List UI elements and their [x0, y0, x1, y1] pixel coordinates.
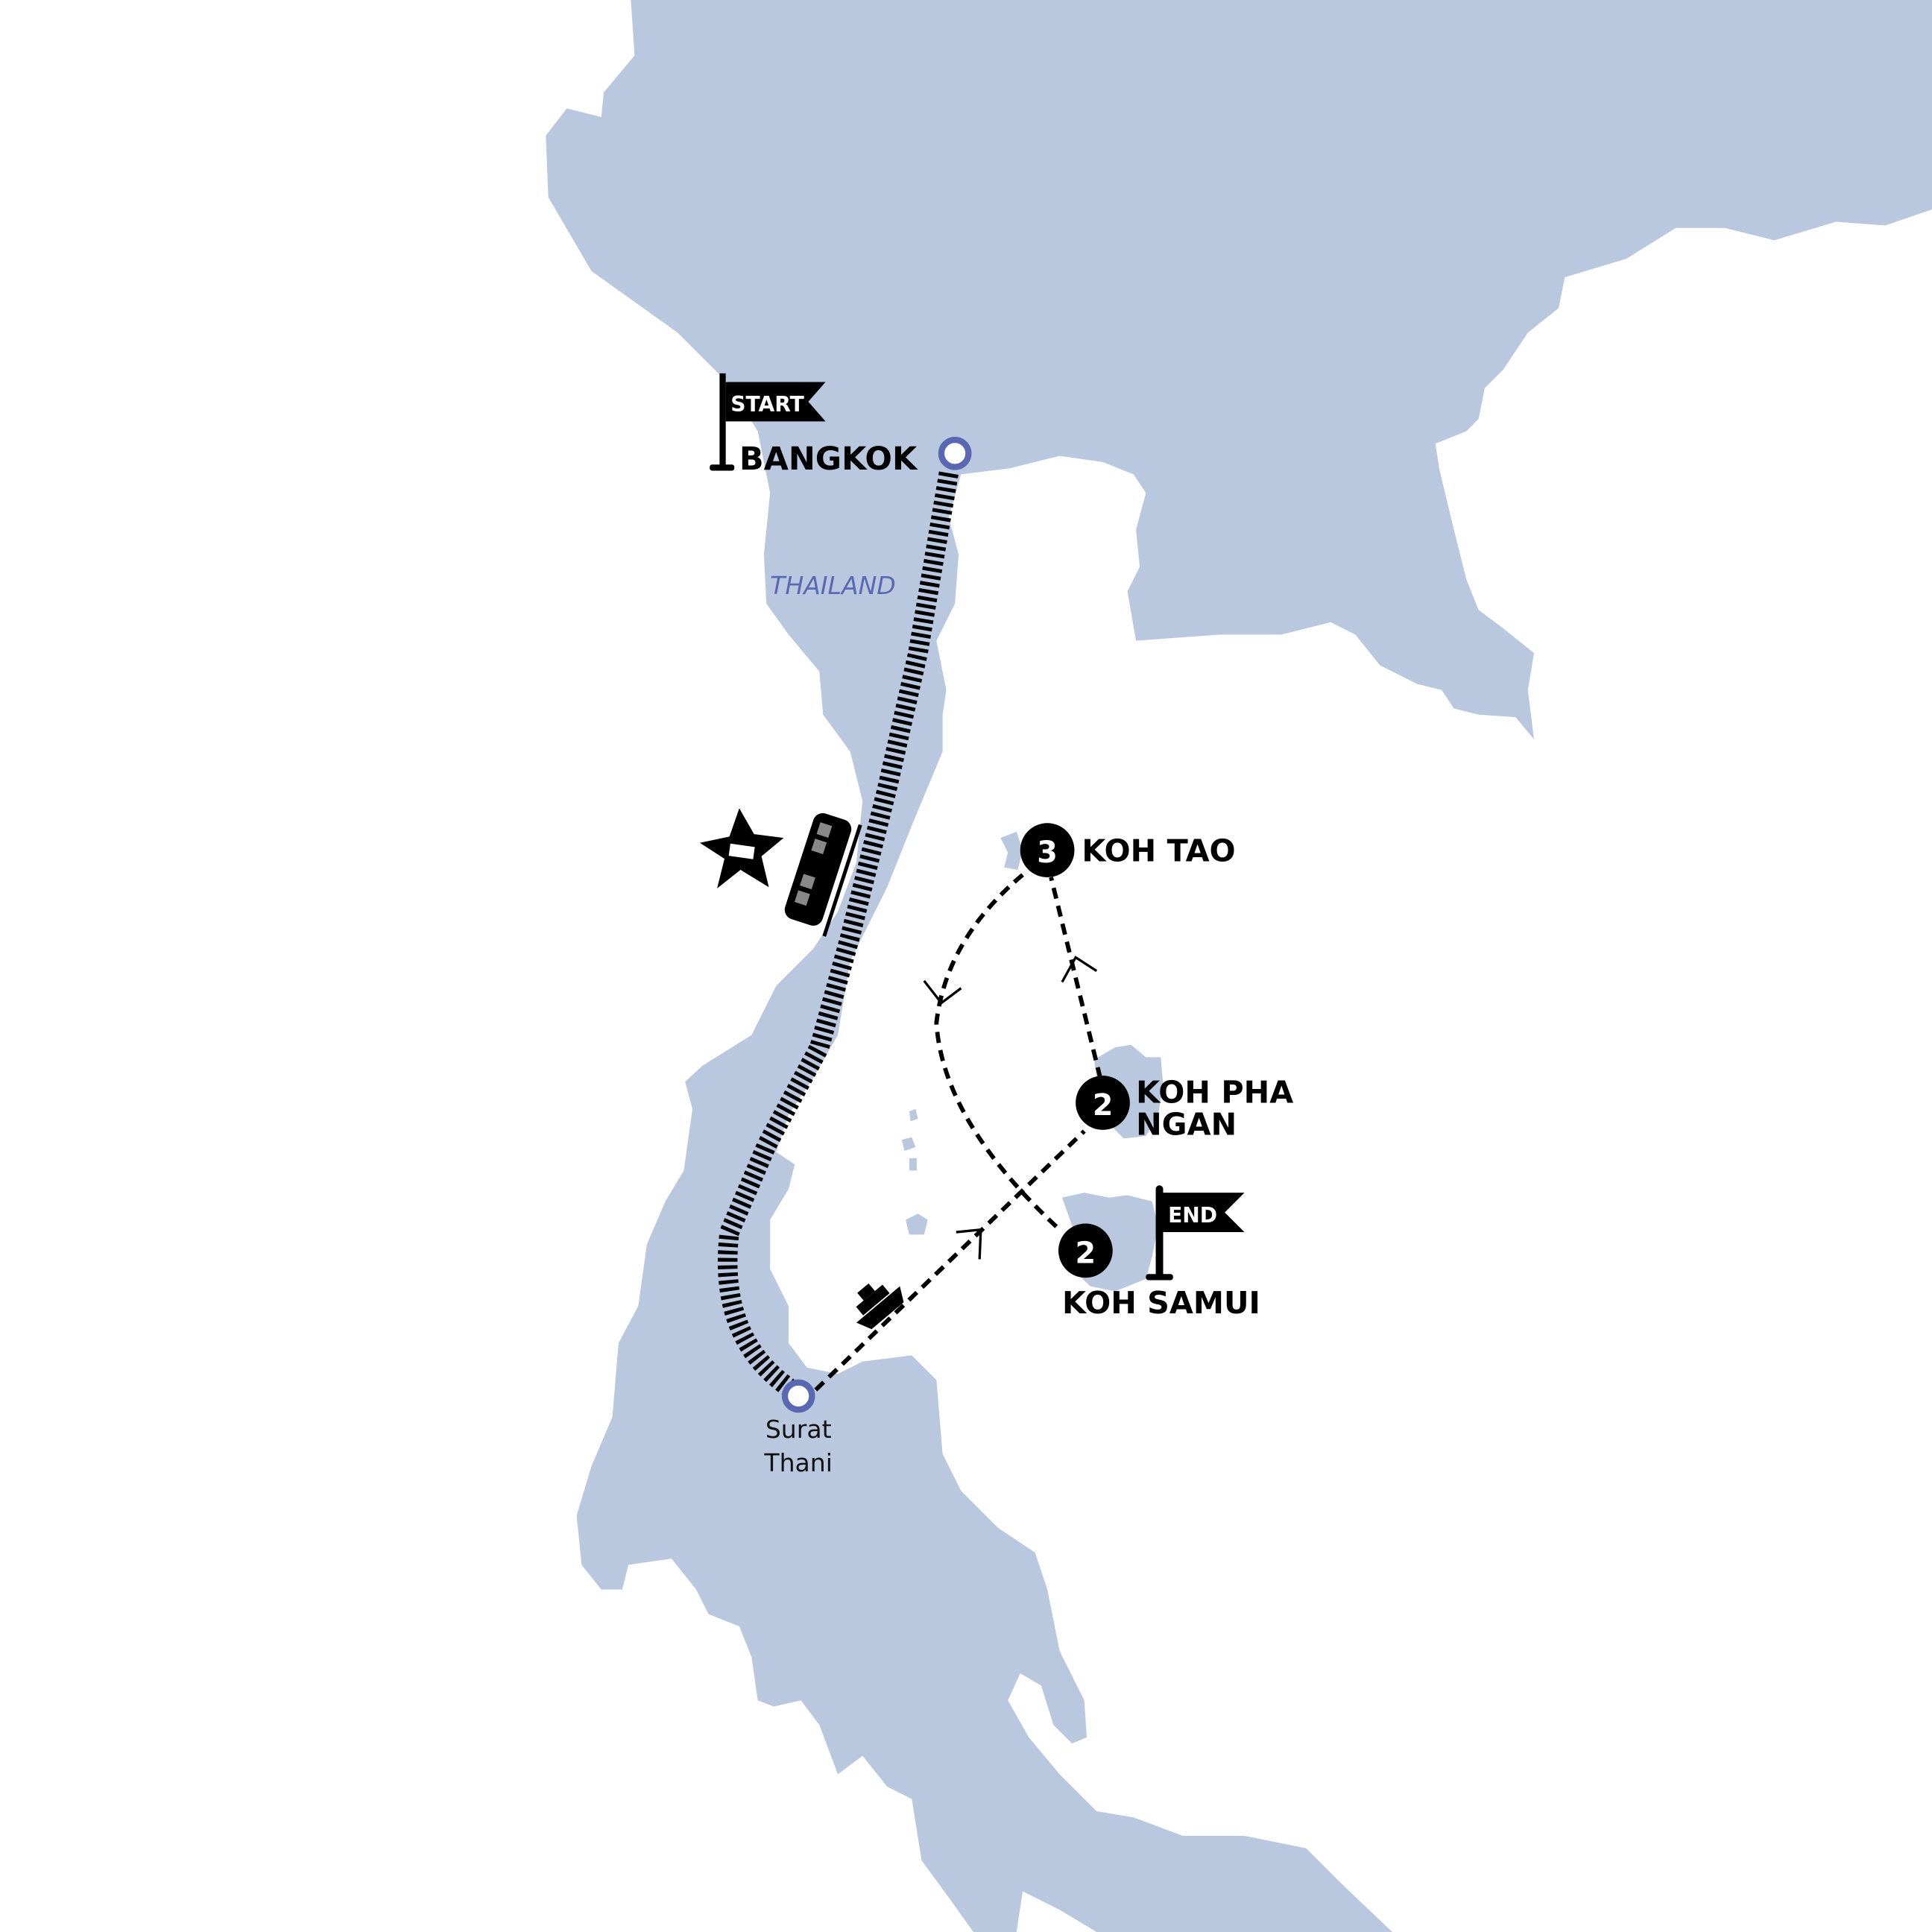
- arrow-icon: [956, 1228, 982, 1260]
- koh-tao-marker[interactable]: 3: [1020, 823, 1075, 877]
- surat-thani-marker[interactable]: [781, 1379, 815, 1413]
- start-flag-icon: START: [710, 373, 826, 471]
- surat-thani-label-line1: Surat: [765, 1415, 832, 1444]
- koh-pha-ngan-nights: 2: [1093, 1088, 1114, 1123]
- koh-pha-ngan-label-line2: NGAN: [1136, 1106, 1237, 1142]
- koh-pha-ngan-marker[interactable]: 2: [1076, 1076, 1130, 1130]
- small-islands: [902, 1108, 928, 1235]
- koh-samui-label: KOH SAMUI: [1062, 1285, 1260, 1321]
- bangkok-marker[interactable]: [938, 437, 972, 470]
- koh-samui-nights: 2: [1076, 1236, 1096, 1270]
- ferry-route-surat-phangan: [814, 1129, 1086, 1392]
- surat-thani-label-line2: Thani: [763, 1448, 833, 1477]
- end-flag-label: END: [1168, 1203, 1217, 1228]
- koh-pha-ngan-label-line1: KOH PHA: [1136, 1074, 1293, 1110]
- arrow-icon: [1061, 956, 1098, 983]
- koh-tao-label: KOH TAO: [1082, 833, 1235, 868]
- mainland: [546, 0, 1932, 1932]
- train-icon: [784, 812, 862, 937]
- koh-samui-marker[interactable]: 2: [1058, 1223, 1113, 1278]
- ferry-icon: [856, 1283, 904, 1330]
- star-bus-icon: [699, 808, 784, 888]
- end-flag-icon: END: [1146, 1185, 1245, 1281]
- ferry-route-phangan-tao: [1049, 877, 1102, 1079]
- island-koh-tao: [1000, 831, 1023, 871]
- koh-tao-nights: 3: [1037, 836, 1058, 870]
- start-flag-label: START: [730, 392, 804, 417]
- ferry-routes: [814, 873, 1102, 1392]
- country-label: THAILAND: [770, 571, 896, 600]
- arrow-icon: [923, 979, 962, 1005]
- bangkok-label: BANGKOK: [739, 441, 918, 478]
- ferry-route-tao-samui: [934, 873, 1061, 1231]
- direction-arrows: [923, 956, 1098, 1260]
